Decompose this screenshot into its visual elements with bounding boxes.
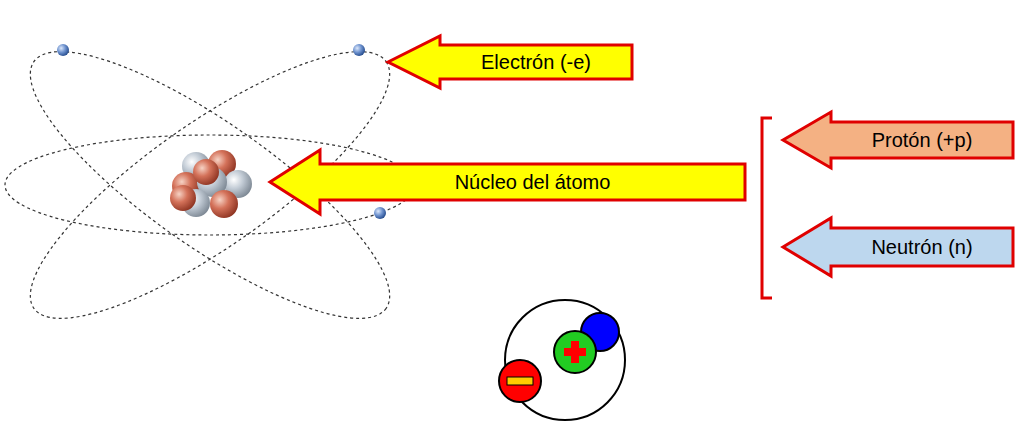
simple-atom [499, 300, 625, 420]
electron-sphere [353, 44, 365, 56]
arrow-body: Núcleo del átomo [328, 164, 737, 200]
arrow-callout: Protón (+p) [783, 112, 1013, 168]
minus-sign [507, 377, 533, 385]
arrow-body: Protón (+p) [839, 122, 1005, 158]
arrow-body: Electrón (-e) [448, 45, 624, 79]
arrow-callout: Núcleo del átomo [270, 150, 745, 214]
plus-sign [571, 341, 579, 363]
bracket [762, 118, 772, 298]
arrow-outline [783, 218, 1013, 276]
proton-sphere [170, 185, 196, 211]
callout-label: Núcleo del átomo [455, 170, 611, 194]
arrow-outline [388, 36, 632, 88]
electron-sphere [57, 44, 69, 56]
electron-sphere [374, 207, 386, 219]
proton-sphere [210, 190, 238, 218]
nucleus-cluster [170, 150, 252, 218]
proton-symbol [554, 331, 596, 373]
callout-label: Electrón (-e) [481, 50, 591, 74]
arrow-body: Neutrón (n) [839, 228, 1005, 266]
callout-label: Protón (+p) [872, 128, 973, 152]
arrow-outline [270, 150, 745, 214]
arrow-callout: Neutrón (n) [783, 218, 1013, 276]
proton-sphere [193, 159, 219, 185]
arrow-outline [783, 112, 1013, 168]
callout-label: Neutrón (n) [871, 235, 972, 259]
electron-symbol [499, 360, 541, 402]
arrow-callout: Electrón (-e) [388, 36, 632, 88]
